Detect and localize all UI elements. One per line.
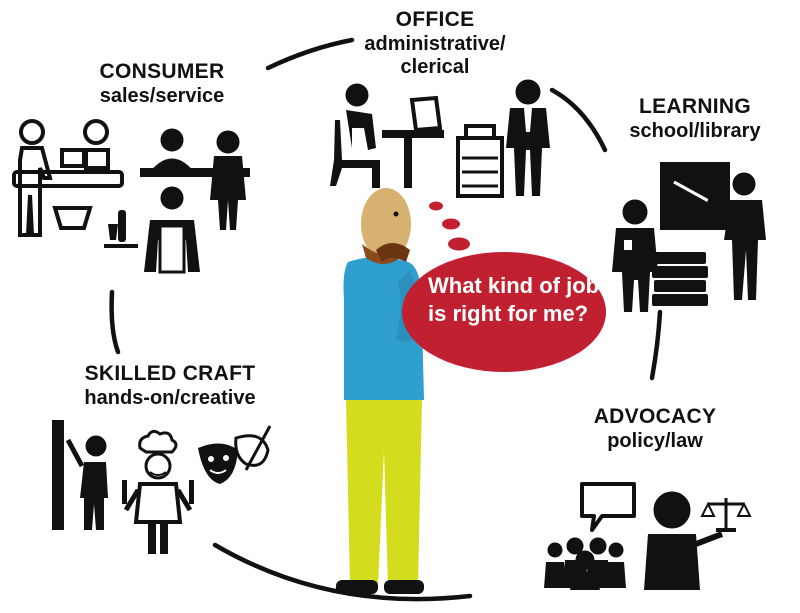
thought-bubble <box>402 252 606 372</box>
palette-icon <box>234 425 272 471</box>
category-title: CONSUMER <box>99 60 225 83</box>
category-skilled-craft-label: SKILLED CRAFT hands-on/creative <box>50 362 290 410</box>
manager-icon <box>506 79 550 196</box>
ring-arc-left <box>109 289 121 355</box>
category-advocacy-label: ADVOCACY policy/law <box>560 405 750 453</box>
chalkboard-icon <box>660 162 730 230</box>
audience-icon <box>544 537 626 590</box>
ring-arc-top <box>265 37 355 71</box>
category-subtitle-line-1: administrative/ <box>364 32 506 55</box>
category-learning-label: LEARNING school/library <box>600 95 790 143</box>
category-subtitle: school/library <box>629 119 761 142</box>
learning-icons <box>612 162 766 312</box>
advocacy-icons <box>544 482 752 590</box>
repair-worker-icon <box>52 420 108 530</box>
thinking-person <box>336 188 470 594</box>
category-title: SKILLED CRAFT <box>84 362 256 385</box>
category-subtitle: policy/law <box>607 429 703 452</box>
student-icon <box>612 199 658 312</box>
category-consumer-label: CONSUMER sales/service <box>62 60 262 108</box>
teacher-icon <box>706 172 766 300</box>
speech-bubble-icon <box>580 482 636 532</box>
office-icons <box>330 79 550 198</box>
category-title: OFFICE <box>395 8 475 31</box>
category-title: LEARNING <box>638 95 752 118</box>
speaker-icon <box>644 491 724 590</box>
thought-dots <box>429 201 470 251</box>
cashier-icon <box>12 119 124 237</box>
ring-arc-right <box>649 309 663 381</box>
clerk-icon <box>140 128 250 230</box>
category-subtitle: sales/service <box>99 84 225 107</box>
thought-bubble-text: What kind of job is right for me? <box>428 273 600 326</box>
office-worker-icon <box>330 83 444 188</box>
shoes <box>336 580 424 594</box>
category-subtitle: hands-on/creative <box>84 386 256 409</box>
consumer-icons <box>12 119 250 274</box>
scales-icon <box>700 498 752 532</box>
ring-arcs <box>109 37 663 602</box>
category-office-label: OFFICE administrative/ clerical <box>335 8 535 80</box>
books-icon <box>652 252 708 306</box>
waiter-icon <box>104 186 200 274</box>
ring-arc-top-right <box>549 87 608 153</box>
file-cabinet-icon <box>456 124 504 198</box>
ring-arc-bottom <box>212 542 473 602</box>
head <box>361 188 411 264</box>
category-subtitle: administrative/ clerical <box>335 33 535 80</box>
skilled-icons <box>52 420 272 554</box>
theater-masks-icon <box>198 443 238 484</box>
category-subtitle-line-2: clerical <box>400 56 470 79</box>
chef-icon <box>122 429 194 554</box>
pants <box>346 398 422 586</box>
category-title: ADVOCACY <box>593 405 717 428</box>
